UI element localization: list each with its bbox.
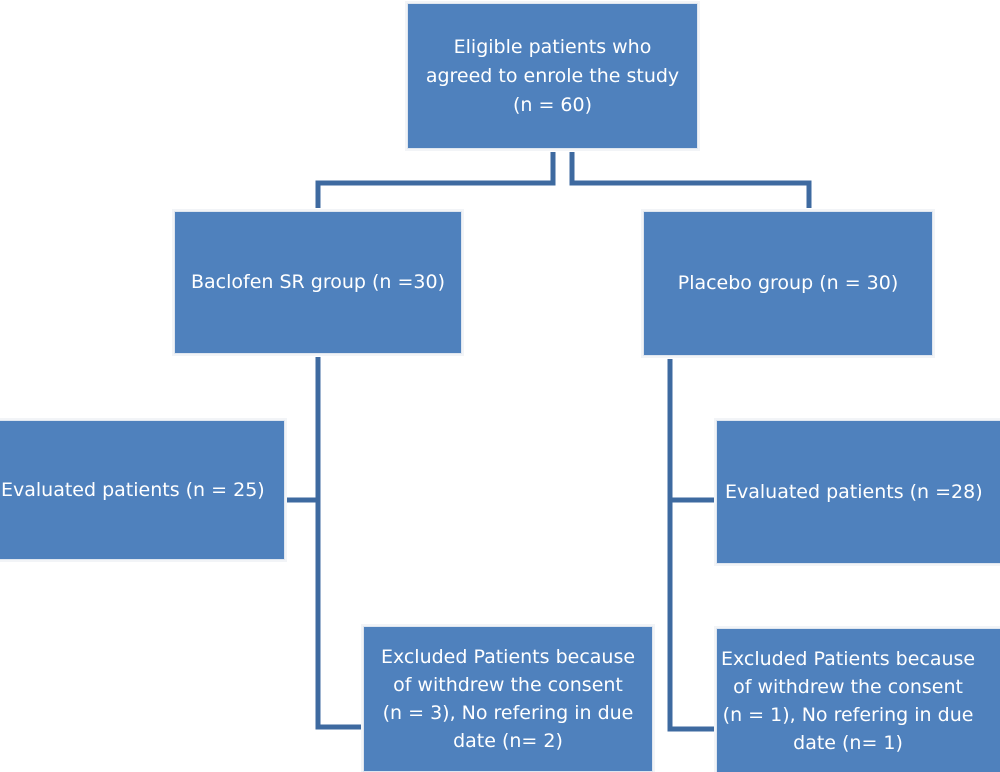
- connector-baclofen-to-evaluated: [287, 357, 321, 503]
- placebo-group-text: Placebo group (n = 30): [677, 272, 899, 294]
- connector-eligible-to-baclofen: [315, 152, 556, 208]
- baclofen-excluded-text: Excluded Patients because of withdrew th…: [380, 646, 636, 752]
- connector-placebo-to-excluded: [667, 500, 714, 732]
- connector-baclofen-to-excluded: [315, 500, 361, 730]
- connector-placebo-to-evaluated: [667, 359, 714, 503]
- baclofen-evaluated-text: Evaluated patients (n = 25): [1, 478, 265, 501]
- baclofen-evaluated-node: Evaluated patients (n = 25): [0, 420, 285, 560]
- placebo-evaluated-node: Evaluated patients (n =28): [716, 420, 1000, 564]
- baclofen-excluded-node: Excluded Patients because of withdrew th…: [363, 626, 653, 772]
- placebo-excluded-text: Excluded Patients because of withdrew th…: [721, 648, 976, 754]
- eligible-patients-text: Eligible patients who agreed to enrole t…: [425, 35, 680, 116]
- baclofen-group-node: Baclofen SR group (n =30): [174, 211, 462, 354]
- baclofen-group-text: Baclofen SR group (n =30): [190, 271, 445, 293]
- eligible-patients-node: Eligible patients who agreed to enrole t…: [407, 3, 698, 149]
- connector-eligible-to-placebo: [569, 152, 812, 208]
- placebo-evaluated-text: Evaluated patients (n =28): [725, 480, 983, 503]
- placebo-excluded-node: Excluded Patients because of withdrew th…: [716, 628, 1000, 772]
- placebo-group-node: Placebo group (n = 30): [643, 211, 933, 356]
